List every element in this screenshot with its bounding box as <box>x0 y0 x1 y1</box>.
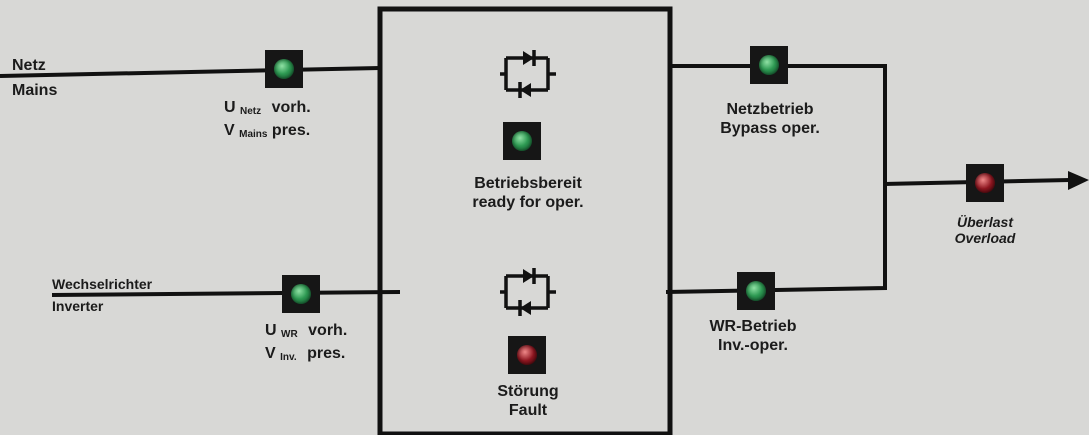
mains-present-label: U Netz vorh. V Mains pres. <box>224 99 311 140</box>
red-lamp-icon <box>975 173 995 193</box>
mains-present-led <box>265 50 303 88</box>
ready-label: Betriebsbereit ready for oper. <box>440 174 616 212</box>
overload-label: Überlast Overload <box>930 214 1040 246</box>
overload-led <box>966 164 1004 202</box>
green-lamp-icon <box>759 55 779 75</box>
inverter-present-label: U WR vorh. V Inv. pres. <box>265 322 348 363</box>
mains-label: Netz Mains <box>12 56 57 100</box>
mains-label-en: Mains <box>12 82 58 99</box>
switch-box <box>377 6 673 435</box>
bypass-led <box>750 46 788 84</box>
bypass-label-de: Netzbetrieb <box>726 101 814 118</box>
green-lamp-icon <box>291 284 311 304</box>
green-lamp-icon <box>746 281 766 301</box>
inverter-oper-label-de: WR-Betrieb <box>709 318 797 335</box>
inverter-line <box>51 290 401 297</box>
fault-led <box>508 336 546 374</box>
ready-led <box>503 122 541 160</box>
bypass-label-en: Bypass oper. <box>720 120 820 137</box>
inverter-oper-led <box>737 272 775 310</box>
arrow-right-icon <box>1068 171 1089 190</box>
ready-label-de: Betriebsbereit <box>474 175 582 192</box>
inverter-oper-label: WR-Betrieb Inv.-oper. <box>690 317 816 355</box>
green-lamp-icon <box>274 59 294 79</box>
green-lamp-icon <box>512 131 532 151</box>
inverter-label-de: Wechselrichter <box>52 276 153 292</box>
thyristor-switch-icon <box>500 268 556 316</box>
inverter-present-led <box>282 275 320 313</box>
fault-label: Störung Fault <box>480 382 576 420</box>
inverter-label-en: Inverter <box>52 298 104 314</box>
overload-label-en: Overload <box>954 230 1016 246</box>
thyristor-switch-icon <box>500 50 556 98</box>
inverter-oper-label-en: Inv.-oper. <box>718 337 788 354</box>
ready-label-en: ready for oper. <box>472 194 584 211</box>
red-lamp-icon <box>517 345 537 365</box>
inverter-label: Wechselrichter Inverter <box>52 276 152 314</box>
mains-label-de: Netz <box>12 57 46 74</box>
bypass-label: Netzbetrieb Bypass oper. <box>700 100 840 138</box>
fault-label-de: Störung <box>497 383 559 400</box>
mains-line <box>0 66 381 78</box>
overload-label-de: Überlast <box>956 214 1014 230</box>
fault-label-en: Fault <box>508 402 548 419</box>
